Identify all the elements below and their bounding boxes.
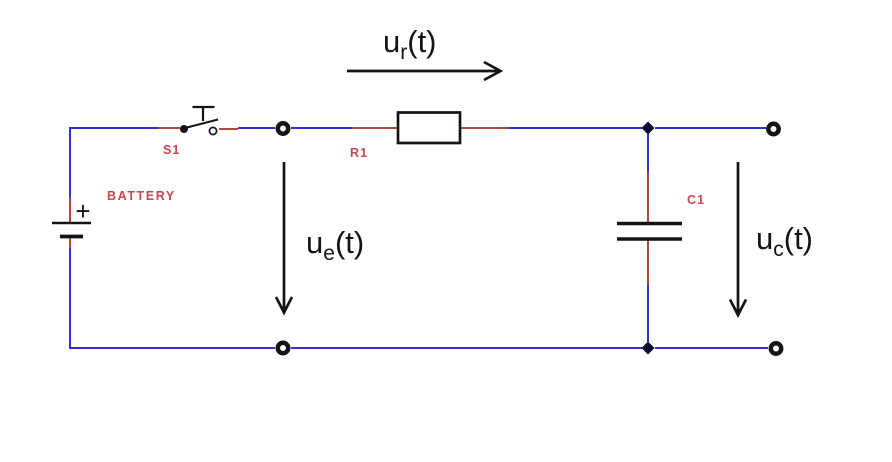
battery-symbol: +	[52, 196, 91, 239]
voltage-arrows	[274, 60, 748, 318]
label-uc: uc(t)	[756, 221, 813, 261]
label-battery: BATTERY	[107, 189, 176, 203]
voltage-arrow-ue	[274, 162, 294, 316]
voltage-arrow-uc	[728, 162, 748, 318]
switch-contact-left	[180, 125, 188, 133]
label-c1: C1	[687, 193, 705, 207]
terminal-bottom-right	[768, 341, 784, 356]
voltage-arrow-ur	[347, 60, 504, 82]
terminal-bottom-middle	[275, 340, 291, 356]
junctions	[641, 121, 655, 355]
resistor-r1-box	[396, 111, 462, 145]
red-component-leads	[69, 127, 649, 285]
junction-top	[641, 121, 655, 135]
switch-contact-right	[208, 126, 218, 136]
switch-lever	[186, 118, 219, 129]
label-r1: R1	[350, 146, 368, 160]
junction-bottom	[641, 341, 655, 355]
switch-s1-symbol	[180, 105, 219, 136]
capacitor-c1-plates	[617, 221, 682, 241]
wires	[69, 127, 768, 349]
terminal-top-right	[766, 121, 781, 137]
battery-plus-sign: +	[75, 196, 90, 226]
label-ue: ue(t)	[306, 225, 364, 265]
label-ur: ur(t)	[383, 24, 437, 64]
label-s1: S1	[163, 143, 181, 157]
blue-wires	[69, 127, 768, 349]
terminal-top-middle	[275, 121, 291, 136]
terminals	[275, 121, 784, 356]
